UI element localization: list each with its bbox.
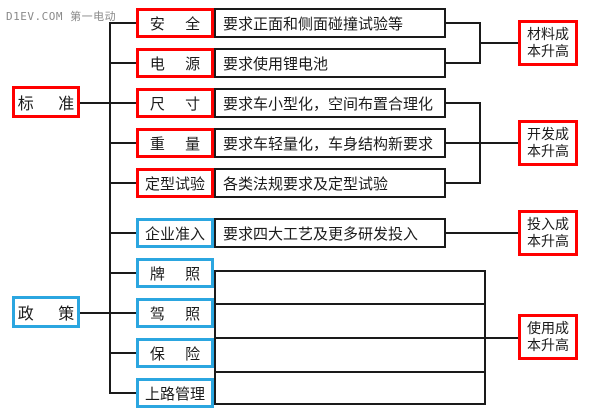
brace-material-arm-2 xyxy=(446,62,480,64)
category-policy-label: 政 策 xyxy=(17,306,85,323)
desc-power: 要求使用锂电池 xyxy=(223,55,329,73)
divider-license-insurance xyxy=(214,337,486,339)
outcome-input-cost[interactable]: 投入成本升高 xyxy=(518,210,578,256)
label-box-road-admin[interactable]: 上路管理 xyxy=(136,378,214,408)
label-box-license[interactable]: 驾 照 xyxy=(136,298,214,328)
brace-dev-arm-3 xyxy=(446,182,480,184)
stub-entry xyxy=(109,232,136,234)
desc-entry: 要求四大工艺及更多研发投入 xyxy=(223,225,419,243)
brace-dev-stem xyxy=(479,142,518,144)
category-standard-label: 标 准 xyxy=(17,96,85,113)
label-license: 驾 照 xyxy=(149,305,209,323)
brace-usage-stem xyxy=(486,337,518,339)
label-power: 电 源 xyxy=(149,55,209,73)
stub-road-admin xyxy=(109,392,136,394)
stub-size xyxy=(109,102,136,104)
divider-insurance-road-admin xyxy=(214,371,486,373)
outcome-dev-cost[interactable]: 开发成本升高 xyxy=(518,120,578,166)
brace-dev-arm-1 xyxy=(446,102,480,104)
stub-type-test xyxy=(109,182,136,184)
category-policy[interactable]: 政 策 xyxy=(12,296,80,328)
category-standard[interactable]: 标 准 xyxy=(12,86,80,118)
connector-standard xyxy=(78,102,111,104)
brace-material-stem xyxy=(479,42,518,44)
stub-insurance xyxy=(109,352,136,354)
label-entry: 企业准入 xyxy=(144,225,205,243)
label-box-size[interactable]: 尺 寸 xyxy=(136,88,214,118)
stub-license xyxy=(109,312,136,314)
label-safety: 安 全 xyxy=(149,15,209,33)
desc-box-weight[interactable]: 要求车轻量化，车身结构新要求 xyxy=(214,128,446,158)
desc-box-entry[interactable]: 要求四大工艺及更多研发投入 xyxy=(214,218,446,248)
label-insurance: 保 险 xyxy=(149,345,209,363)
desc-box-safety[interactable]: 要求正面和侧面碰撞试验等 xyxy=(214,8,446,38)
label-box-insurance[interactable]: 保 险 xyxy=(136,338,214,368)
brace-dev-arm-2 xyxy=(446,142,480,144)
label-box-weight[interactable]: 重 量 xyxy=(136,128,214,158)
stub-power xyxy=(109,62,136,64)
outcome-usage-cost-text: 使用成本升高 xyxy=(527,319,569,354)
stub-safety xyxy=(109,22,136,24)
label-size: 尺 寸 xyxy=(149,95,209,113)
brace-input-stem xyxy=(446,232,518,234)
label-box-entry[interactable]: 企业准入 xyxy=(136,218,214,248)
label-weight: 重 量 xyxy=(149,135,209,153)
stub-plate xyxy=(109,272,136,274)
outcome-dev-cost-text: 开发成本升高 xyxy=(527,125,569,160)
outcome-usage-cost[interactable]: 使用成本升高 xyxy=(518,314,578,360)
label-box-plate[interactable]: 牌 照 xyxy=(136,258,214,288)
outcome-material-cost-text: 材料成本升高 xyxy=(527,25,569,60)
desc-box-power[interactable]: 要求使用锂电池 xyxy=(214,48,446,78)
desc-safety: 要求正面和侧面碰撞试验等 xyxy=(223,15,404,33)
watermark-text: D1EV.COM 第一电动 xyxy=(6,10,117,23)
brace-material-arm-1 xyxy=(446,22,480,24)
connector-policy xyxy=(78,312,111,314)
label-road-admin: 上路管理 xyxy=(144,385,205,403)
label-box-safety[interactable]: 安 全 xyxy=(136,8,214,38)
label-box-power[interactable]: 电 源 xyxy=(136,48,214,78)
desc-type-test: 各类法规要求及定型试验 xyxy=(223,175,389,193)
desc-box-size[interactable]: 要求车小型化，空间布置合理化 xyxy=(214,88,446,118)
stub-weight xyxy=(109,142,136,144)
desc-weight: 要求车轻量化，车身结构新要求 xyxy=(223,135,434,153)
desc-size: 要求车小型化，空间布置合理化 xyxy=(223,95,434,113)
label-box-type-test[interactable]: 定型试验 xyxy=(136,168,214,198)
label-type-test: 定型试验 xyxy=(144,175,205,193)
label-plate: 牌 照 xyxy=(149,265,209,283)
main-trunk-line xyxy=(109,22,111,394)
outcome-material-cost[interactable]: 材料成本升高 xyxy=(518,20,578,66)
divider-plate-license xyxy=(214,303,486,305)
outcome-input-cost-text: 投入成本升高 xyxy=(527,215,569,250)
desc-box-type-test[interactable]: 各类法规要求及定型试验 xyxy=(214,168,446,198)
